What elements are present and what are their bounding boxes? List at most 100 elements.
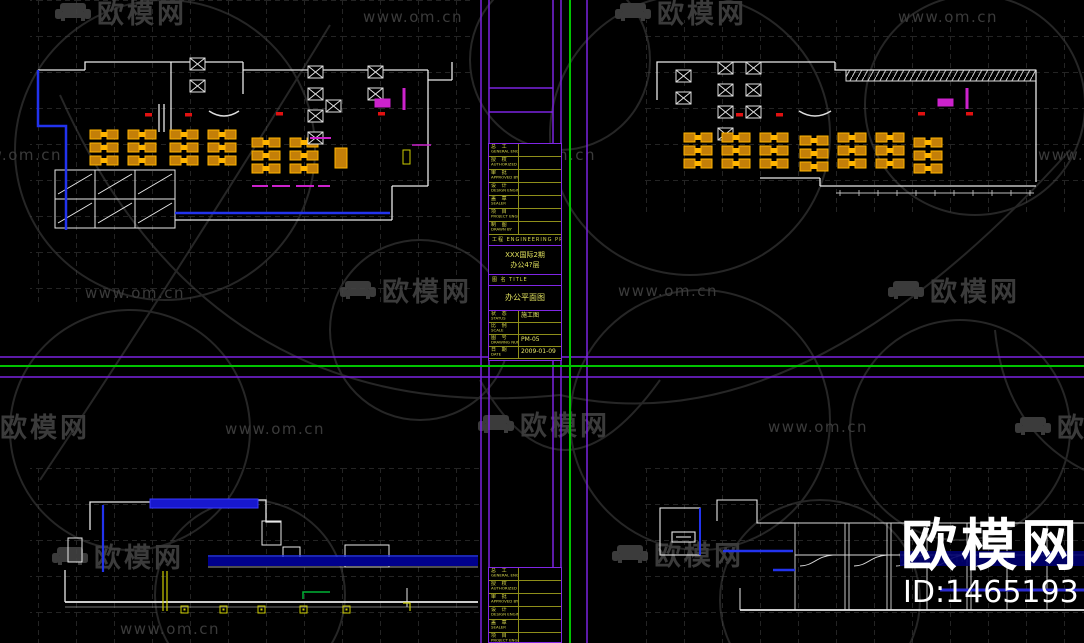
workstation-cluster	[759, 132, 789, 169]
column-xbox	[717, 61, 734, 75]
hatched-wall	[845, 69, 1037, 82]
red-marker	[378, 112, 385, 116]
sofa-icon	[612, 545, 648, 563]
watermark-url: www.om.cn	[618, 282, 718, 300]
workstation-cluster	[683, 132, 713, 169]
walls	[64, 499, 281, 602]
curved-counter	[208, 110, 240, 117]
column-xbox	[307, 87, 324, 101]
blue-beams	[723, 549, 795, 572]
yellow-bracket	[403, 602, 411, 611]
column-xbox	[745, 61, 762, 75]
svg-text:欧模网: 欧模网	[0, 413, 90, 444]
site-logo-text: 欧模网	[901, 514, 1081, 579]
watermark-brand: 欧模网	[0, 413, 90, 444]
plan-top-right	[656, 61, 1037, 196]
workstation-cluster	[721, 132, 751, 169]
watermark-brand: 欧模网	[1015, 413, 1084, 444]
column-xbox	[189, 79, 206, 93]
plan-top-left	[36, 57, 453, 230]
yellow-track	[162, 571, 168, 611]
red-marker	[145, 113, 152, 117]
column-xbox	[367, 65, 384, 79]
column-xbox	[367, 87, 384, 101]
svg-text:欧模网: 欧模网	[930, 277, 1020, 308]
column-xbox	[307, 65, 324, 79]
workstation-cluster	[207, 129, 237, 166]
walls	[656, 61, 1037, 187]
column-xbox	[325, 99, 342, 113]
magenta-fixtures	[937, 88, 969, 109]
red-marker	[966, 112, 973, 116]
plan-bottom-left	[64, 498, 478, 614]
red-marker	[918, 112, 925, 116]
watermark-url: www.om.cn	[768, 418, 868, 436]
blue-walls	[36, 70, 390, 230]
sofa-icon	[478, 415, 514, 433]
column-xbox	[189, 57, 206, 71]
green-mark	[302, 591, 330, 599]
svg-text:欧模网: 欧模网	[520, 411, 610, 442]
dimension-ticks	[836, 190, 1034, 196]
magenta-fixtures	[252, 88, 431, 187]
column-xbox	[675, 91, 692, 105]
cabinet	[402, 149, 411, 165]
column-xbox	[717, 83, 734, 97]
workstation-cluster	[89, 129, 119, 166]
walls	[38, 61, 453, 221]
workstation-cluster	[875, 132, 905, 169]
desk	[334, 147, 348, 169]
project-name: XXX国际2期办公4?层	[489, 246, 561, 275]
red-marker	[736, 113, 743, 117]
watermark-brand: 欧模网	[888, 277, 1020, 308]
column-xbox	[717, 105, 734, 119]
sofa-icon	[888, 281, 924, 299]
svg-text:欧模网: 欧模网	[1057, 413, 1084, 444]
blue-beam	[208, 557, 478, 566]
red-marker	[276, 112, 283, 116]
blue-band	[900, 551, 1084, 566]
project-header: 工程 ENGINEERING PROJECT	[489, 235, 561, 246]
curved-counter	[798, 110, 832, 117]
model-id-text: ID:1465193	[903, 575, 1079, 610]
workstation-cluster	[169, 129, 199, 166]
drawing-title: 办公平面图	[489, 286, 561, 311]
sofa-icon	[1015, 417, 1051, 435]
red-marker	[185, 113, 192, 117]
column-xbox	[675, 69, 692, 83]
watermark-brand: 欧模网	[478, 411, 610, 442]
column-xbox	[745, 105, 762, 119]
red-marker	[776, 113, 783, 117]
sofa-icon	[615, 3, 651, 21]
column-xbox	[307, 109, 324, 123]
workstation-cluster	[127, 129, 157, 166]
column-xbox	[745, 83, 762, 97]
watermark-url: www.om.cn	[225, 420, 325, 438]
stair-panels	[54, 169, 176, 229]
workstation-cluster	[799, 135, 829, 172]
workstation-cluster	[251, 137, 281, 174]
workstation-cluster	[837, 132, 867, 169]
plan-bottom-right	[659, 499, 1084, 611]
blue-ceiling-band	[149, 498, 259, 509]
